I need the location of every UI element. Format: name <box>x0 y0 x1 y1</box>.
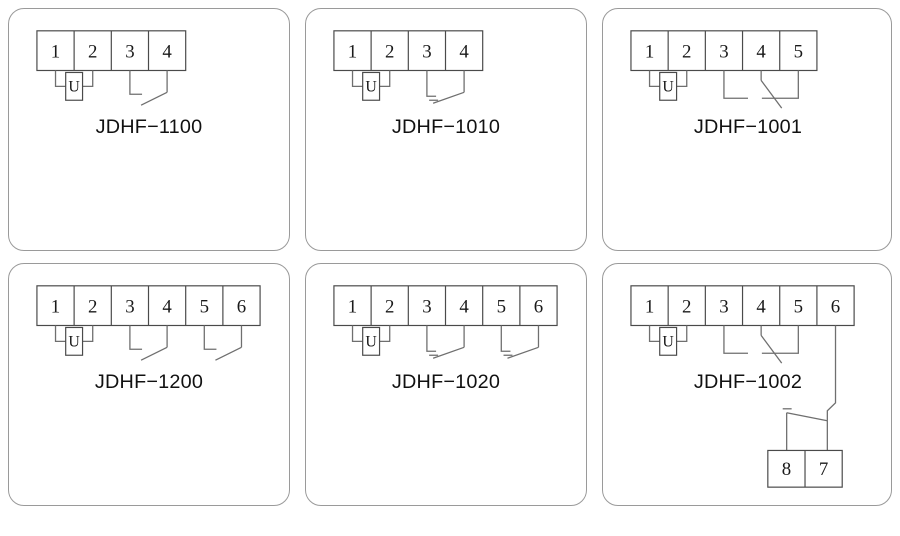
terminal-label: 2 <box>682 297 691 318</box>
terminal-label: 5 <box>794 297 803 318</box>
terminal-label: 4 <box>459 42 469 63</box>
panel-jdhf-1020-drawing: 1 2 3 4 5 6 U <box>333 285 558 393</box>
panel-jdhf-1001-drawing: 1 2 3 4 5 U JDHF−1001 <box>630 30 818 138</box>
contact-changeover <box>723 325 799 364</box>
terminal-label: 1 <box>645 42 654 63</box>
terminal-label: 4 <box>756 297 766 318</box>
contact-normally-open <box>129 325 168 361</box>
panel-jdhf-1010-drawing: 1 2 3 4 U JDHF−1010 <box>333 30 500 138</box>
coil-symbol: U <box>648 70 688 101</box>
terminal-label: 1 <box>348 42 357 63</box>
coil-letter: U <box>68 78 80 95</box>
terminal-label: 4 <box>459 297 469 318</box>
terminal-label: 2 <box>88 297 97 318</box>
contact-changeover <box>723 70 799 109</box>
panel-jdhf-1010: 1 2 3 4 U JDHF−1010 <box>305 8 587 251</box>
coil-symbol: U <box>54 70 94 101</box>
contact-normally-open <box>129 70 168 106</box>
model-label: JDHF−1001 <box>694 116 802 138</box>
contact-normally-closed <box>500 325 540 359</box>
model-label: JDHF−1100 <box>96 116 203 138</box>
coil-letter: U <box>662 78 674 95</box>
contact-normally-closed <box>782 325 837 451</box>
panel-jdhf-1002-drawing: 1 2 3 4 5 6 U <box>630 285 855 488</box>
terminal-label: 4 <box>162 297 172 318</box>
coil-letter: U <box>365 333 377 350</box>
contact-normally-open <box>203 325 243 361</box>
panel-jdhf-1200: 1 2 3 4 5 6 U JDHF−1200 <box>8 263 290 506</box>
terminal-label: 2 <box>385 297 394 318</box>
terminal-label: 4 <box>162 42 172 63</box>
terminal-label: 3 <box>719 42 728 63</box>
terminal-label: 5 <box>497 297 506 318</box>
terminal-label: 4 <box>756 42 766 63</box>
terminal-label: 2 <box>682 42 691 63</box>
panel-jdhf-1020: 1 2 3 4 5 6 U <box>305 263 587 506</box>
terminal-block-lower: 8 7 <box>767 449 843 488</box>
coil-symbol: U <box>648 325 688 356</box>
coil-letter: U <box>662 333 674 350</box>
coil-letter: U <box>365 78 377 95</box>
terminal-label: 3 <box>422 42 431 63</box>
terminal-label: 1 <box>348 297 357 318</box>
terminal-label: 7 <box>819 459 828 480</box>
terminal-label: 6 <box>831 297 840 318</box>
terminal-label: 3 <box>422 297 431 318</box>
contact-normally-closed <box>426 325 465 359</box>
terminal-label: 1 <box>51 297 60 318</box>
model-label: JDHF−1020 <box>392 371 500 393</box>
terminal-label: 6 <box>237 297 246 318</box>
model-label: JDHF−1200 <box>95 371 203 393</box>
coil-letter: U <box>68 333 80 350</box>
terminal-label: 5 <box>794 42 803 63</box>
terminal-label: 3 <box>125 42 134 63</box>
terminal-label: 2 <box>385 42 394 63</box>
model-label: JDHF−1010 <box>392 116 500 138</box>
terminal-label: 3 <box>719 297 728 318</box>
panel-jdhf-1200-drawing: 1 2 3 4 5 6 U JDHF−1200 <box>36 285 261 393</box>
terminal-label: 3 <box>125 297 134 318</box>
model-label: JDHF−1002 <box>694 371 802 393</box>
contact-normally-closed <box>426 70 465 104</box>
terminal-label: 8 <box>782 459 791 480</box>
terminal-label: 2 <box>88 42 97 63</box>
terminal-label: 1 <box>51 42 60 63</box>
coil-symbol: U <box>351 70 391 101</box>
panel-jdhf-1100: 1 2 3 4 U JDHF−1100 <box>8 8 290 251</box>
terminal-label: 5 <box>200 297 209 318</box>
panel-jdhf-1002: 1 2 3 4 5 6 U <box>602 263 892 506</box>
panel-jdhf-1100-drawing: 1 2 3 4 U JDHF−1100 <box>36 30 203 138</box>
coil-symbol: U <box>351 325 391 356</box>
terminal-label: 1 <box>645 297 654 318</box>
panel-jdhf-1001: 1 2 3 4 5 U JDHF−1001 <box>602 8 892 251</box>
coil-symbol: U <box>54 325 94 356</box>
terminal-label: 6 <box>534 297 543 318</box>
